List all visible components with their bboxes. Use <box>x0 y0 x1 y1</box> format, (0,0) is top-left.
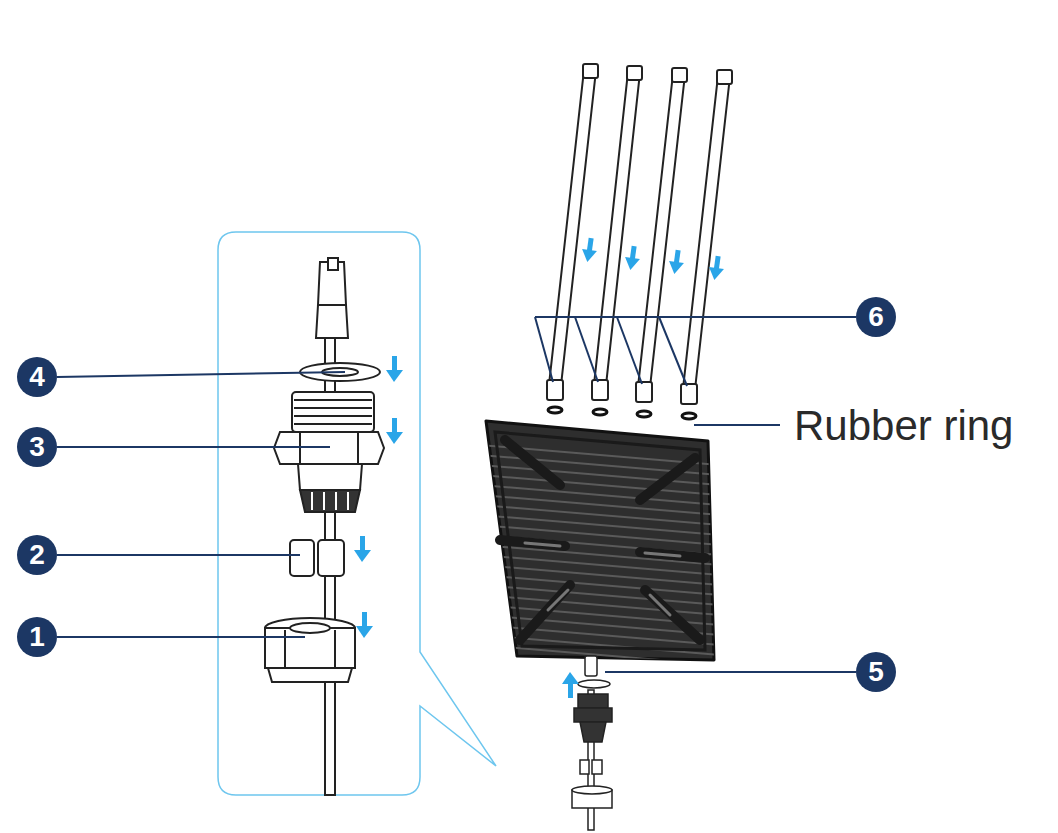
up-arrow <box>562 672 579 698</box>
callout-text: 4 <box>29 363 45 391</box>
antennas <box>547 64 732 404</box>
callout-text: 6 <box>868 303 884 331</box>
callout-number: 6 <box>856 297 896 337</box>
callout-number: 2 <box>17 535 57 575</box>
callout-number: 3 <box>17 427 57 467</box>
callout-number: 4 <box>17 357 57 397</box>
callout-text: 2 <box>29 541 45 569</box>
leader-lines <box>57 317 856 672</box>
antenna-arrows <box>580 237 725 281</box>
callout-text: 5 <box>868 658 884 686</box>
router-body <box>480 421 720 665</box>
small-cable-assembly <box>572 656 612 830</box>
direction-arrows <box>354 356 403 638</box>
inset-panel <box>218 232 496 795</box>
part-label: Rubber ring <box>794 405 1013 447</box>
callout-number: 5 <box>856 652 896 692</box>
cable-assembly <box>265 258 384 795</box>
callout-number: 1 <box>17 617 57 657</box>
callout-text: 3 <box>29 433 45 461</box>
callout-text: 1 <box>29 623 45 651</box>
rubber-rings <box>548 407 696 419</box>
